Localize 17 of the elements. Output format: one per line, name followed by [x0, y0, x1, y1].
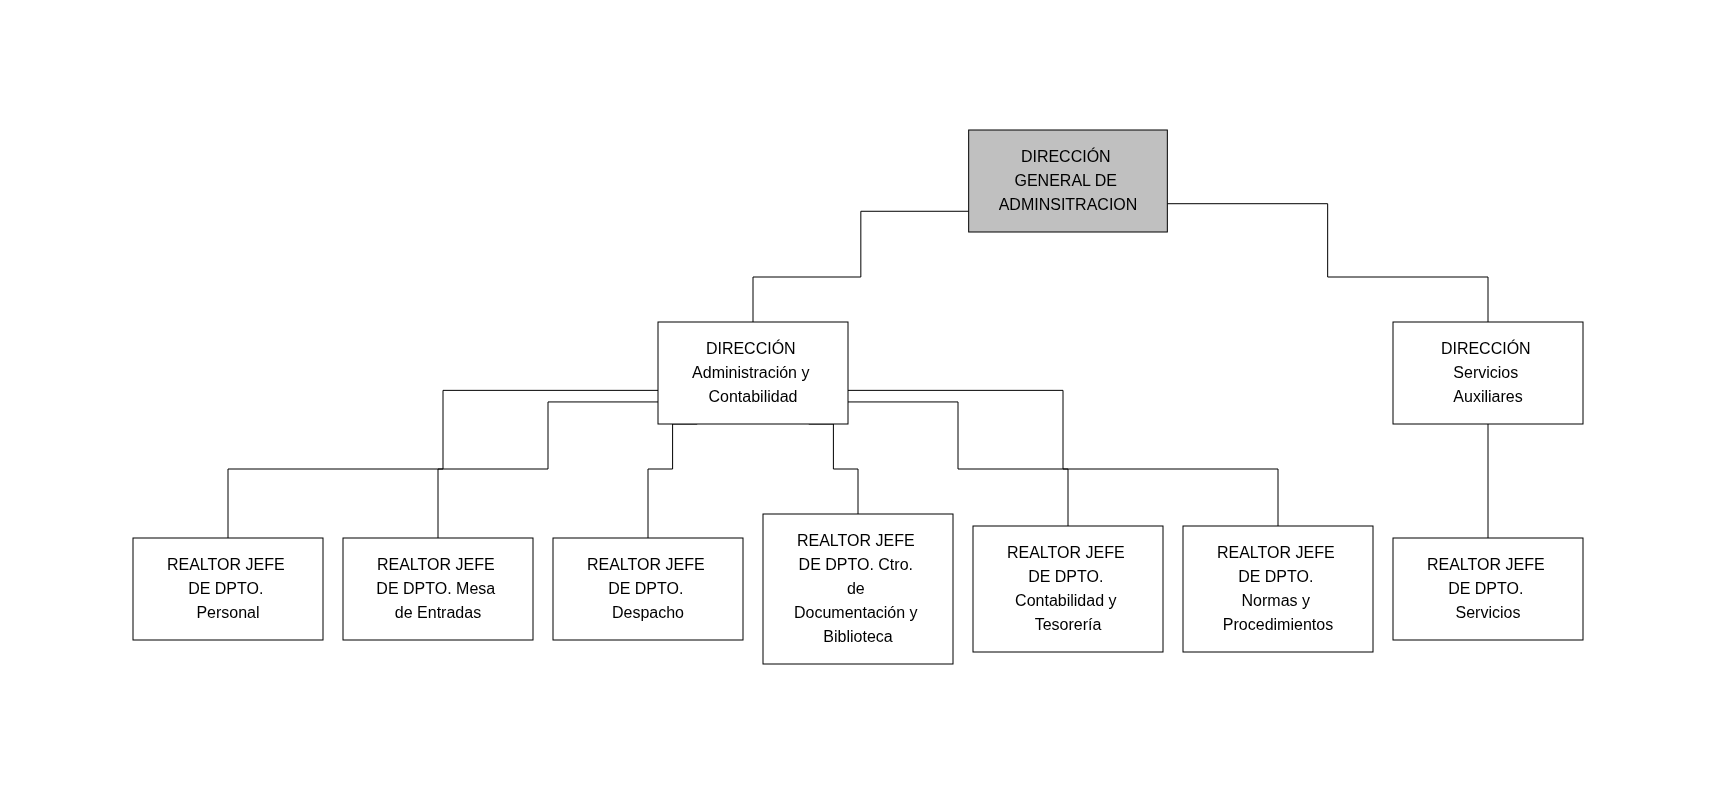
node-box: REALTOR JEFE DE DPTO. Servicios — [1392, 537, 1584, 640]
node-box: REALTOR JEFE DE DPTO. Contabilidad y Tesorería — [972, 525, 1164, 652]
connector — [847, 400, 1069, 526]
node-box: DIRECCIÓN Administración y Contabilidad — [657, 321, 849, 424]
node-box: REALTOR JEFE DE DPTO. Normas y Procedimientos — [1182, 525, 1374, 652]
connector — [752, 210, 970, 322]
connector — [1166, 202, 1489, 322]
connector — [847, 389, 1279, 526]
connector — [1487, 423, 1489, 538]
node-box: REALTOR JEFE DE DPTO. Personal — [132, 537, 324, 640]
node-box: DIRECCIÓN Servicios Auxiliares — [1392, 321, 1584, 424]
connector — [437, 400, 659, 538]
node-box: REALTOR JEFE DE DPTO. Despacho — [552, 537, 744, 640]
node-box: REALTOR JEFE DE DPTO. Ctro. de Documentación y Biblioteca — [762, 513, 954, 664]
node-box: REALTOR JEFE DE DPTO. Mesa de Entradas — [342, 537, 534, 640]
connector — [227, 389, 659, 538]
node-box: DIRECCIÓN GENERAL DE ADMINSITRACION — [968, 129, 1168, 232]
